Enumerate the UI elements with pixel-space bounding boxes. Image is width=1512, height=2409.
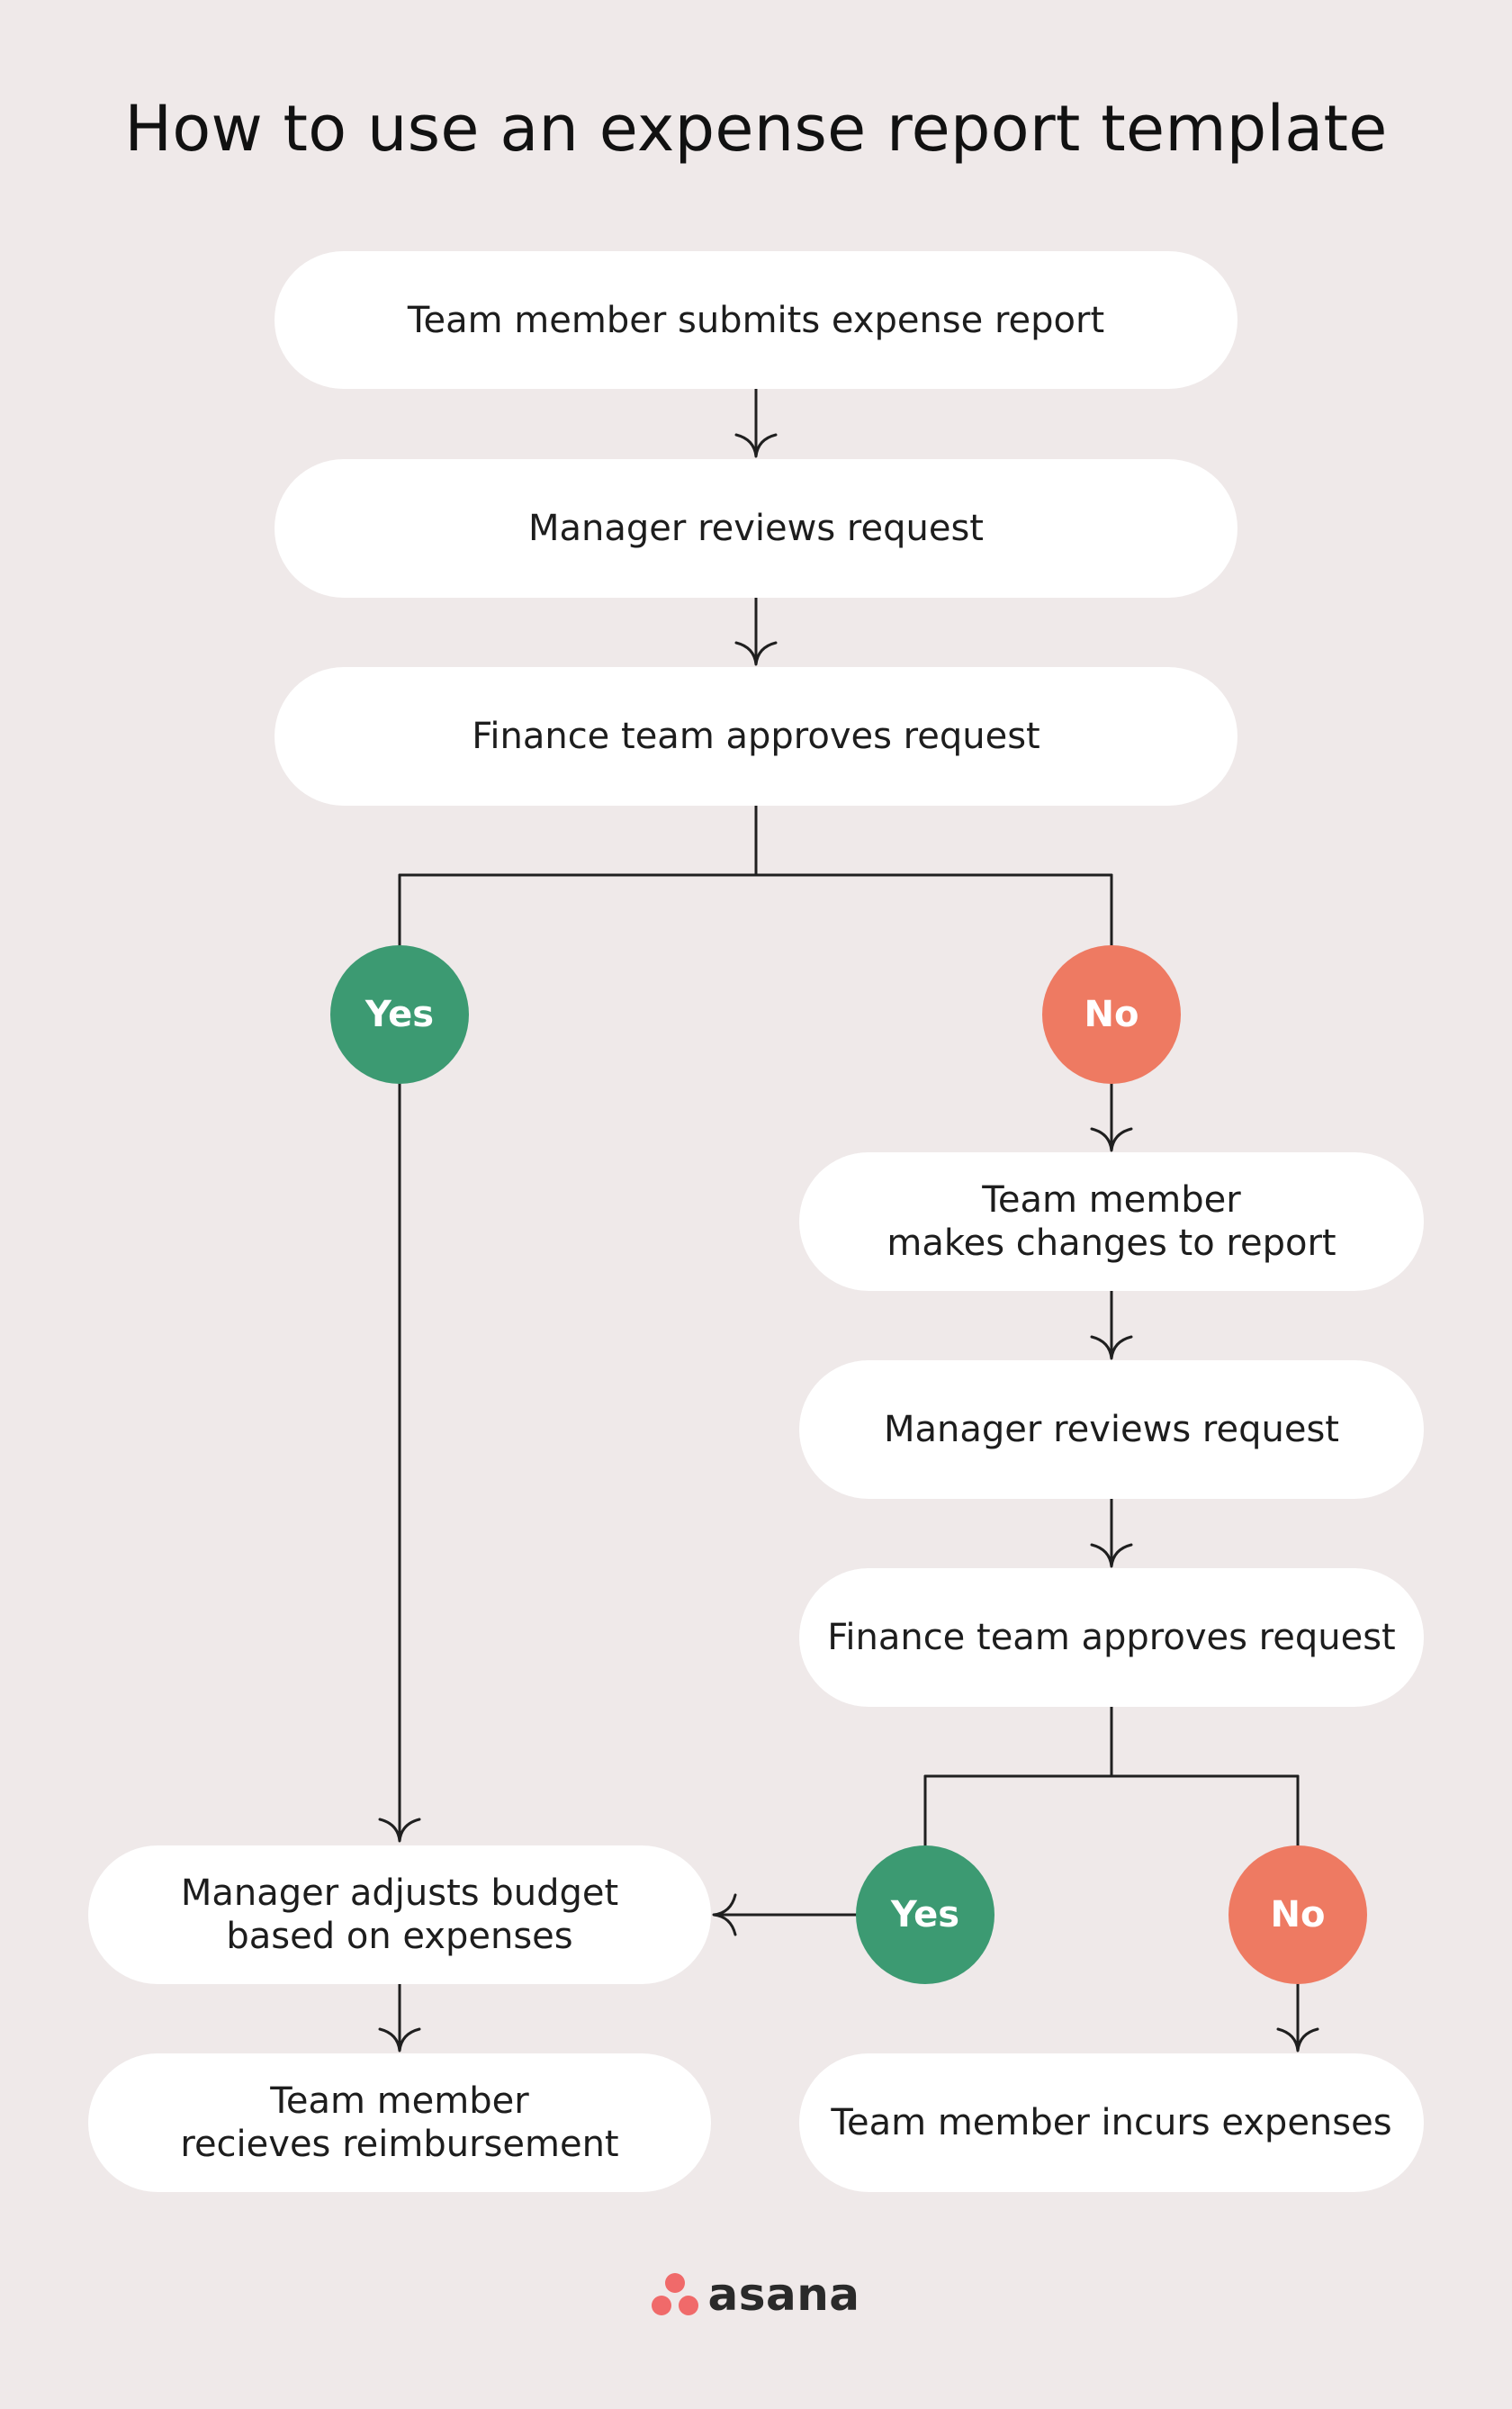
step-label: Team member makes changes to report (886, 1179, 1336, 1264)
decision-yes-1: Yes (330, 945, 469, 1084)
decision-no-2: No (1228, 1845, 1367, 1984)
step-label: Team member recieves reimbursement (180, 2080, 619, 2165)
decision-label: Yes (364, 994, 435, 1035)
brand-name: asana (707, 2269, 860, 2321)
step-label: Team member submits expense report (407, 299, 1105, 341)
decision-yes-2: Yes (856, 1845, 994, 1984)
arrowhead-down-7 (378, 2027, 421, 2053)
step-label: Finance team approves request (472, 716, 1040, 757)
arrowhead-down-5 (1090, 1335, 1133, 1360)
arrowhead-down-1 (734, 433, 778, 458)
asana-three-dots-icon (652, 2273, 699, 2316)
decision-label: No (1270, 1894, 1326, 1935)
step-submit-expense-report: Team member submits expense report (274, 251, 1238, 389)
step-manager-review-2: Manager reviews request (799, 1360, 1424, 1499)
page-title: How to use an expense report template (124, 92, 1388, 166)
step-label: Manager reviews request (884, 1409, 1339, 1450)
decision-no-1: No (1042, 945, 1181, 1084)
step-make-changes: Team member makes changes to report (799, 1152, 1424, 1291)
step-finance-approve-1: Finance team approves request (274, 667, 1238, 806)
arrowhead-down-6 (1090, 1543, 1133, 1568)
decision-label: No (1084, 994, 1139, 1035)
brand-logo: asana (0, 2269, 1512, 2321)
step-label: Manager adjusts budget based on expenses (180, 1872, 619, 1957)
step-adjust-budget: Manager adjusts budget based on expenses (88, 1845, 711, 1984)
step-label: Manager reviews request (528, 508, 984, 549)
arrowhead-down-8 (1276, 2027, 1319, 2053)
arrowhead-down-3 (378, 1818, 421, 1843)
arrowhead-down-2 (734, 641, 778, 666)
step-finance-approve-2: Finance team approves request (799, 1568, 1424, 1707)
step-manager-review-1: Manager reviews request (274, 459, 1238, 598)
step-incurs-expenses: Team member incurs expenses (799, 2053, 1424, 2192)
step-label: Team member incurs expenses (831, 2102, 1392, 2143)
step-label: Finance team approves request (827, 1617, 1396, 1658)
decision-label: Yes (890, 1894, 960, 1935)
arrowhead-left-1 (712, 1893, 737, 1936)
step-receive-reimbursement: Team member recieves reimbursement (88, 2053, 711, 2192)
arrowhead-down-4 (1090, 1127, 1133, 1152)
